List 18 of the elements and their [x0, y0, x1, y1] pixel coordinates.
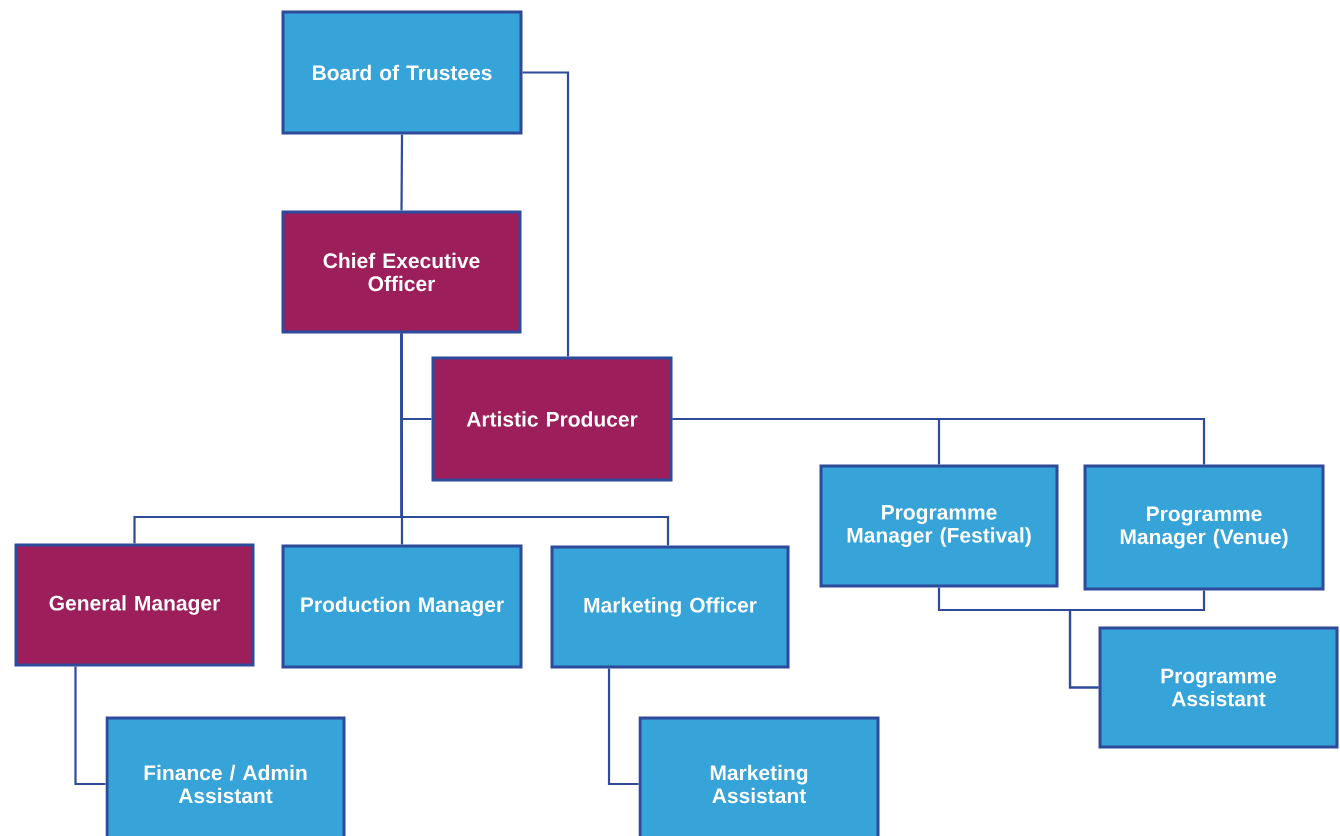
role-box: Finance / Admin Assistant [105, 716, 346, 836]
role-box: Board of Trustees [281, 10, 523, 135]
connector-line [672, 417, 1206, 465]
role-box: Artistic Producer [431, 356, 673, 482]
role-box: Programme Manager (Festival) [819, 464, 1059, 588]
role-box: Marketing Officer [550, 545, 790, 669]
role-box: Programme Manager (Venue) [1083, 464, 1325, 591]
connector-line [1068, 590, 1206, 689]
connector-line [607, 668, 639, 786]
connector-line [74, 666, 106, 786]
connector-line [400, 333, 670, 546]
role-box: Programme Assistant [1098, 626, 1339, 749]
connector-line [400, 134, 404, 211]
role-box: General Manager [14, 543, 255, 667]
role-box: Production Manager [281, 544, 523, 669]
role-box: Marketing Assistant [638, 716, 880, 836]
connector-line [522, 71, 570, 357]
role-box: Chief Executive Officer [281, 210, 522, 334]
